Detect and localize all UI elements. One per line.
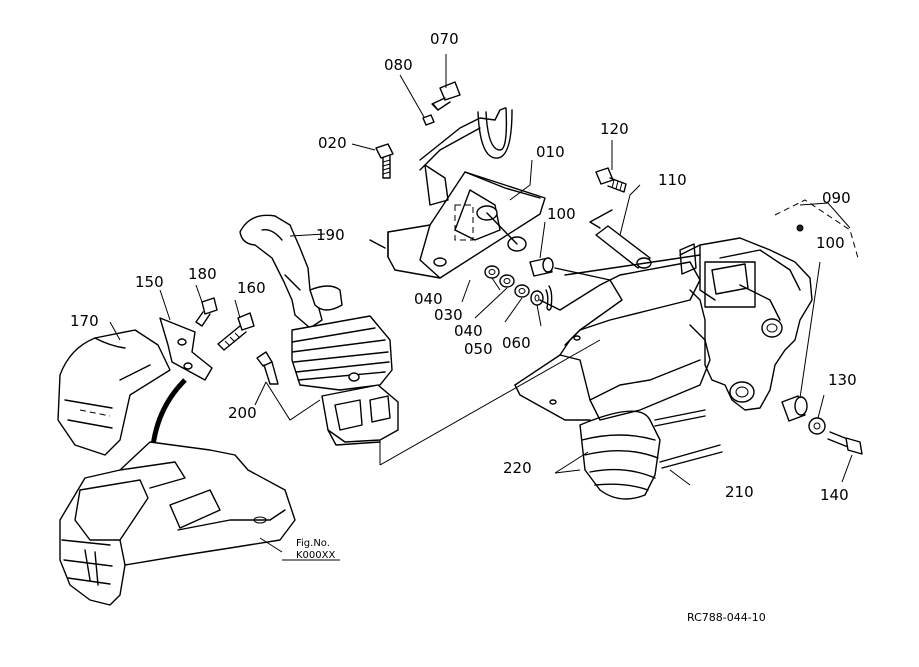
label-070: 070 [430,30,459,48]
rod-110 [589,209,652,269]
bracket-090 [679,199,859,411]
label-080: 080 [384,56,413,74]
bushing-040b [514,284,530,298]
label-130: 130 [828,371,857,389]
label-020: 020 [318,134,347,152]
label-150: 150 [135,273,164,291]
pin-060 [545,285,553,311]
label-170: 170 [70,312,99,330]
collar-100a [529,257,554,277]
strap-210 [654,409,723,469]
bolt-180 [195,297,218,327]
label-160: 160 [237,279,266,297]
collar-100b [781,395,808,422]
bolt-120 [595,167,627,193]
lower-mount [514,324,711,421]
label-040b: 040 [454,322,483,340]
boot-220 [579,410,661,500]
washer-130 [808,417,826,435]
label-180: 180 [188,265,217,283]
washer-050 [530,290,544,306]
label-100b: 100 [816,234,845,252]
label-110: 110 [658,171,687,189]
fig-label-line2: K000XX [296,550,335,561]
fig-label-line1: Fig.No. [296,538,330,549]
bracket-010 [369,107,546,279]
label-100a: 100 [547,205,576,223]
console-base [59,441,296,606]
leader-lines [109,54,853,561]
label-210: 210 [725,483,754,501]
label-190: 190 [316,226,345,244]
label-040a: 040 [414,290,443,308]
figure-number: Fig.No. K000XX [296,538,335,561]
label-050: 050 [464,340,493,358]
label-120: 120 [600,120,629,138]
bolt-200 [256,351,279,385]
part-labels: 070 080 020 010 120 110 090 100 100 190 … [70,30,857,504]
nut-080 [422,114,435,126]
bushing-040a [484,265,500,279]
bolt-020 [375,143,394,179]
drawing-code: RC788-044-10 [687,611,766,624]
bushing-030 [499,274,515,288]
label-200: 200 [228,404,257,422]
joystick-190 [239,214,399,446]
link-rod [539,254,701,346]
bolt-160 [217,312,255,351]
label-090: 090 [822,189,851,207]
bolt-070 [431,81,461,111]
label-010: 010 [536,143,565,161]
cover-170 [57,329,171,456]
label-060: 060 [502,334,531,352]
plate-150 [159,317,213,381]
label-220: 220 [503,459,532,477]
label-140: 140 [820,486,849,504]
label-030: 030 [434,306,463,324]
bolt-140 [827,431,863,455]
